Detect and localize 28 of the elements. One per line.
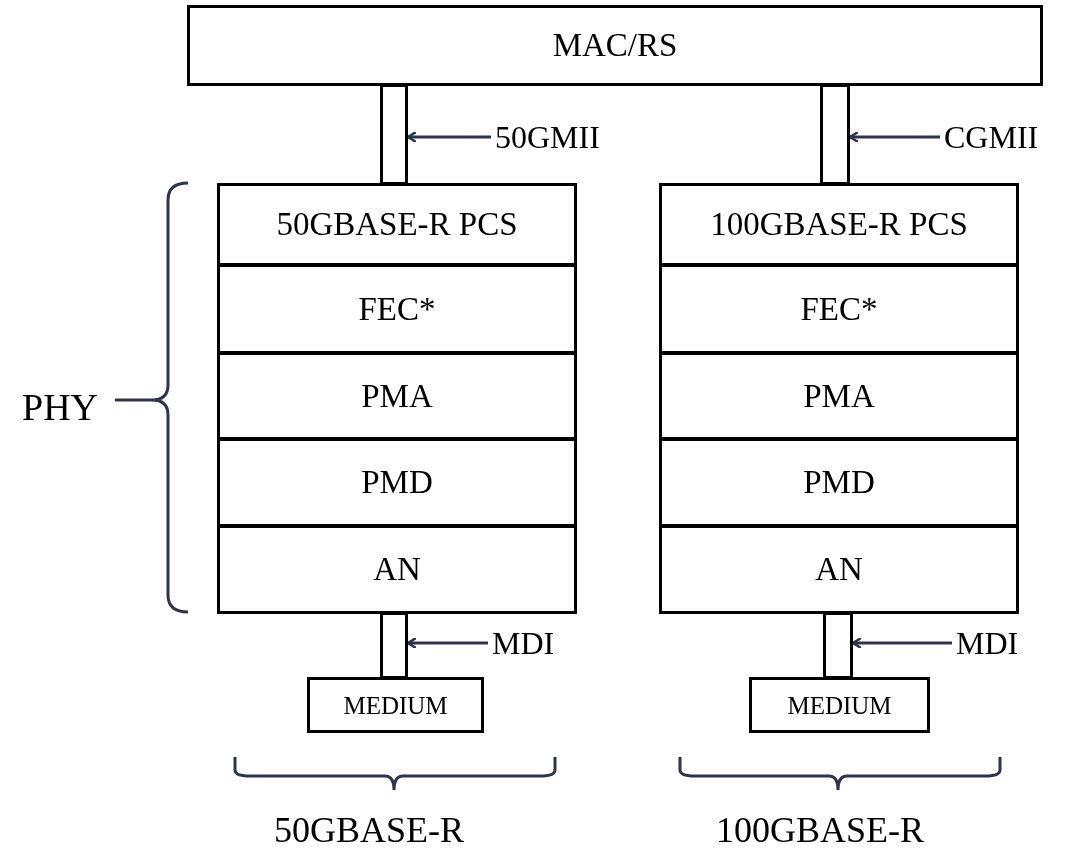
connector-bar xyxy=(380,84,408,185)
connector-bar xyxy=(380,612,408,679)
medium-box: MEDIUM xyxy=(307,677,484,733)
interface-label: MDI xyxy=(492,623,572,663)
layer-box: FEC* xyxy=(217,264,577,354)
interface-label: MDI xyxy=(956,623,1036,663)
label-text: 100GBASE-R xyxy=(716,812,925,848)
layer-box: MAC/RS xyxy=(187,5,1043,86)
interface-label: CGMII xyxy=(944,117,1064,157)
layer-box: PMA xyxy=(659,352,1019,440)
layer-box: AN xyxy=(217,525,577,614)
layer-box: 50GBASE-R PCS xyxy=(217,183,577,266)
arrow xyxy=(406,130,491,144)
label-text: 50GBASE-R xyxy=(274,812,465,848)
layer-box: PMA xyxy=(217,352,577,440)
layer-box: PMD xyxy=(217,438,577,527)
arrow xyxy=(851,636,952,650)
connector-bar xyxy=(820,84,850,185)
layer-box: AN xyxy=(659,525,1019,614)
interface-label: 50GMII xyxy=(495,117,625,157)
connector-bar xyxy=(823,612,853,679)
label-text: PHY xyxy=(22,388,99,426)
layer-box: PMD xyxy=(659,438,1019,527)
arrow xyxy=(406,636,488,650)
arrow xyxy=(848,130,940,144)
layer-box: 100GBASE-R PCS xyxy=(659,183,1019,266)
medium-box: MEDIUM xyxy=(749,677,930,733)
layer-box: FEC* xyxy=(659,264,1019,354)
